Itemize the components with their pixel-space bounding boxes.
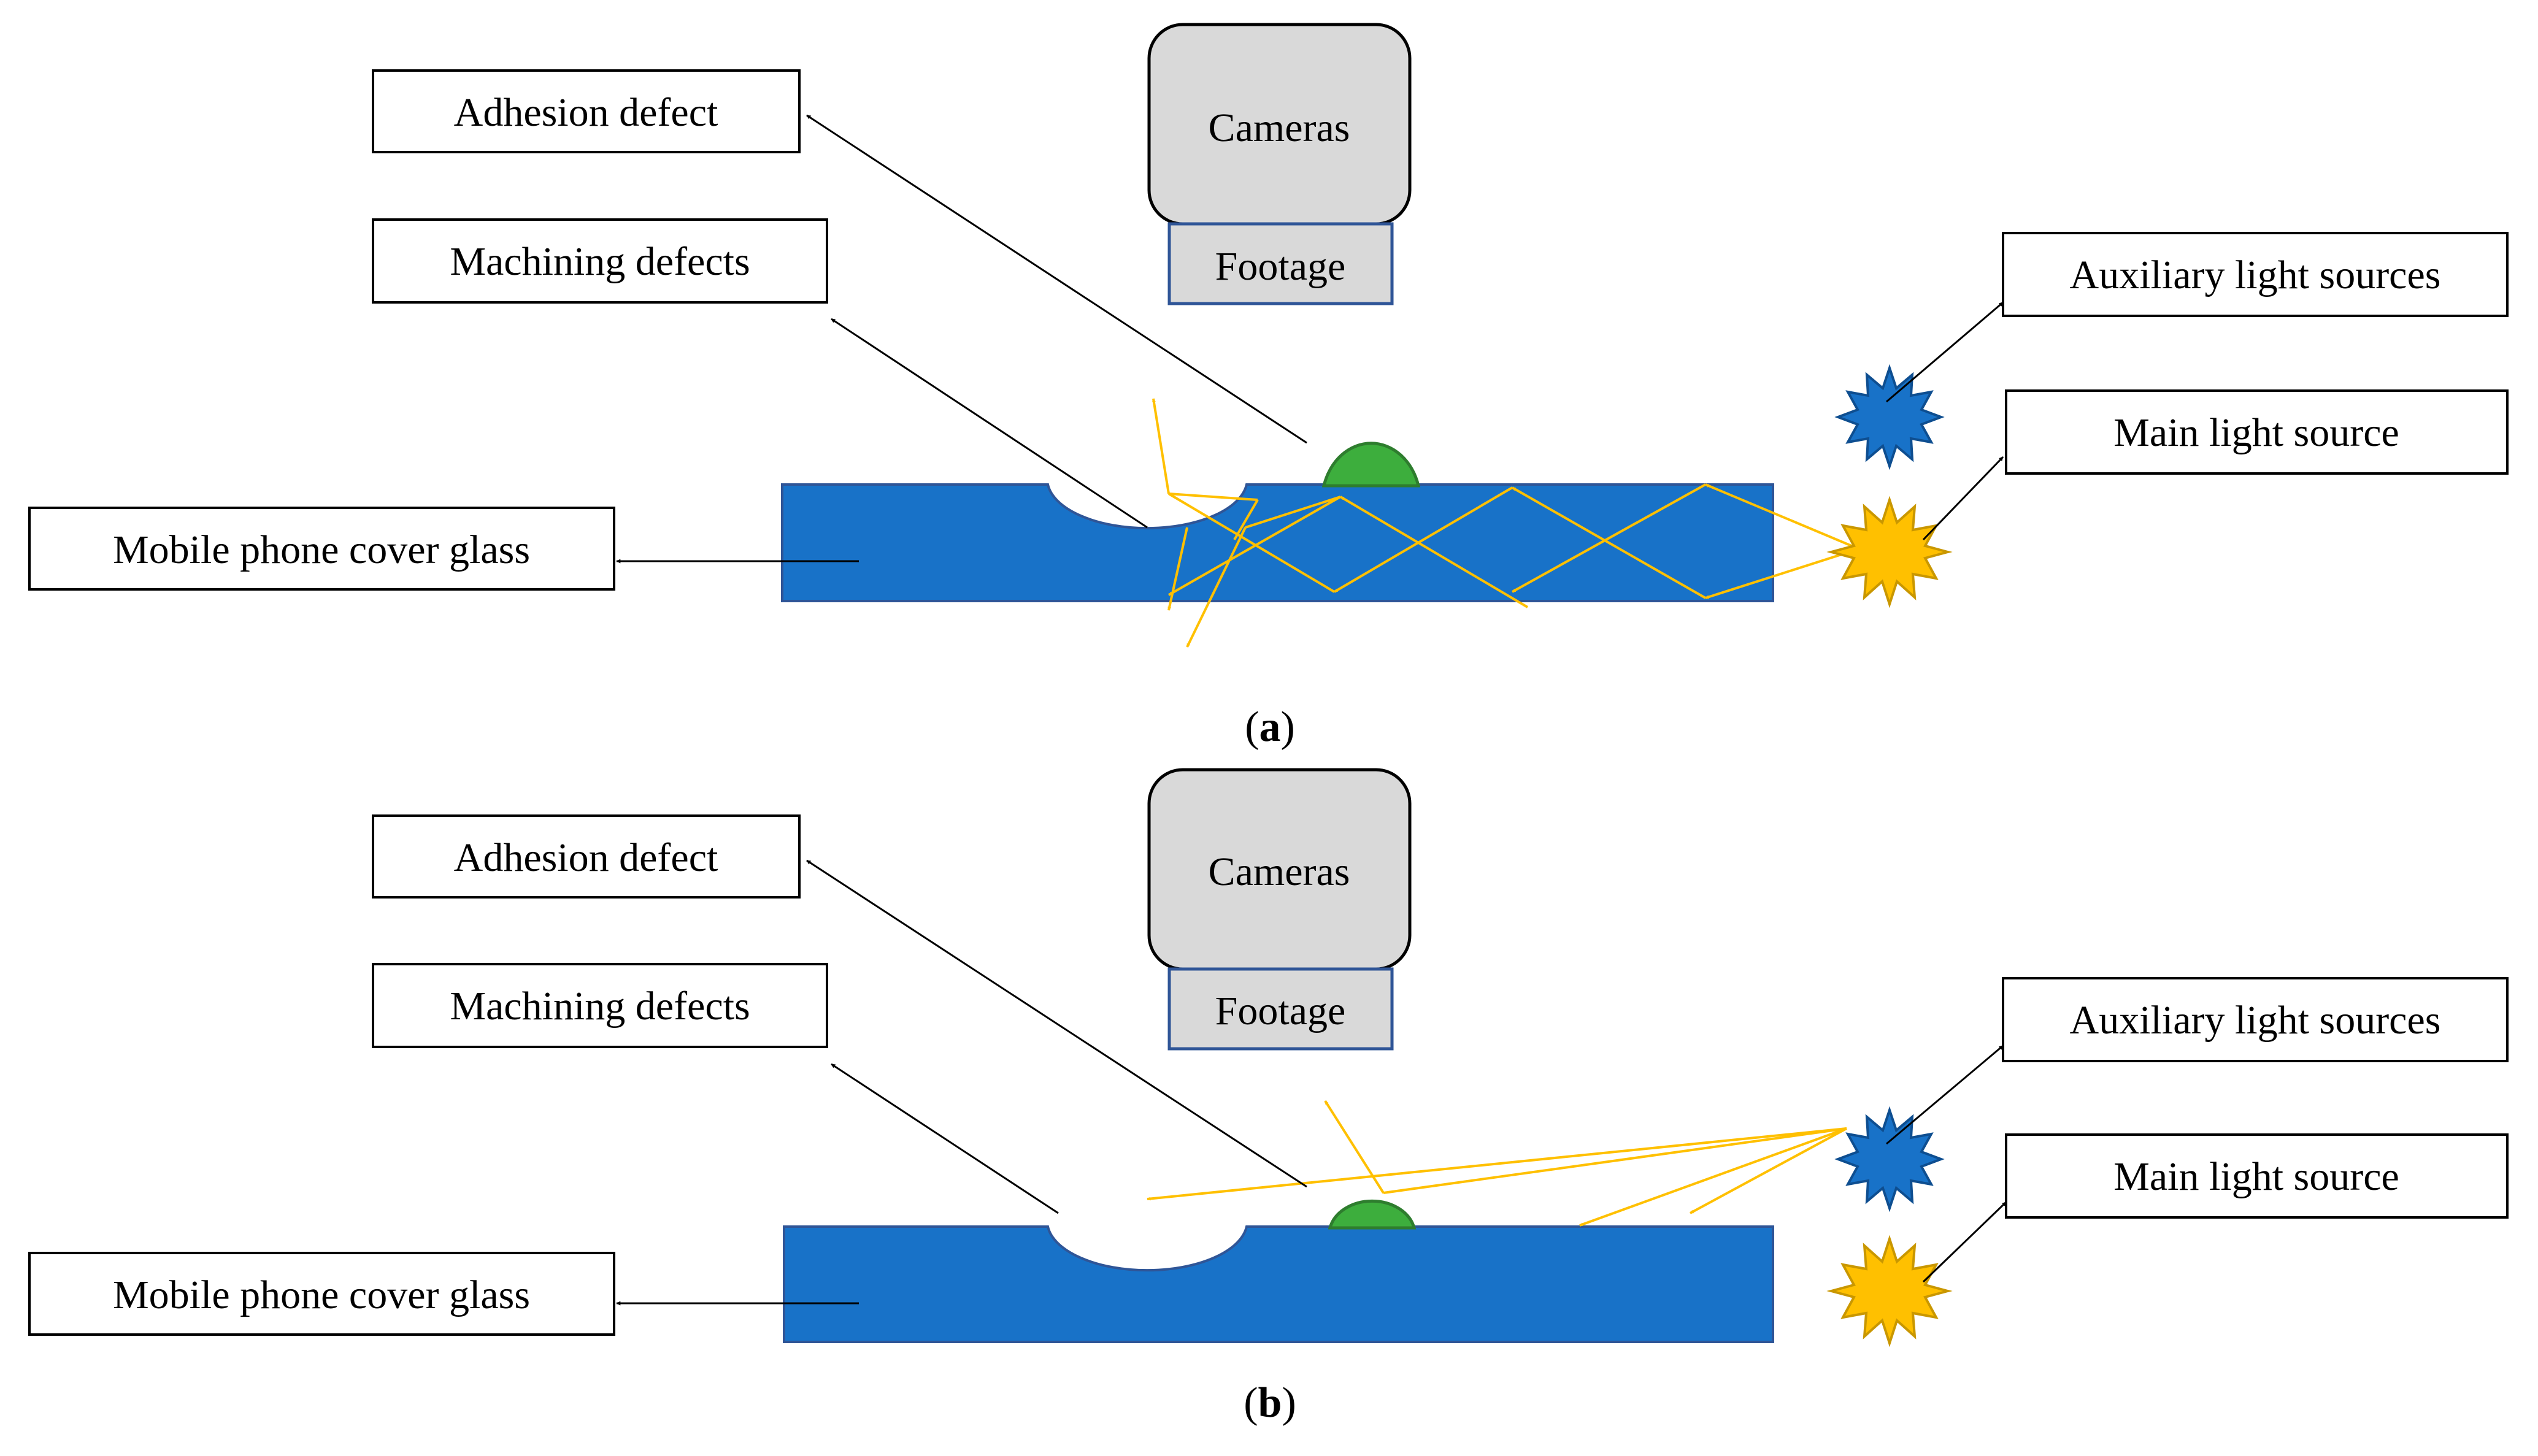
aux-light-box <box>2002 977 2509 1062</box>
leader-lines <box>616 859 2007 1306</box>
panel-b-letter: b <box>1258 1379 1282 1427</box>
lens-label: Footage <box>1215 244 1346 289</box>
main-light-label: Main light source <box>2113 1154 2399 1199</box>
camera-label: Cameras <box>1209 105 1350 150</box>
panel-a: Cameras Footage <box>28 23 2509 751</box>
cover-glass <box>781 483 1774 602</box>
machining-defects-box <box>372 218 828 304</box>
main-light-source <box>1826 1235 1953 1347</box>
adhesion-defect-drop <box>1321 442 1421 488</box>
adhesion-defect-drop <box>1328 1199 1417 1230</box>
machining-defects-box <box>372 963 828 1048</box>
main-light-box <box>2005 389 2509 475</box>
lens-label: Footage <box>1215 989 1346 1033</box>
main-light-label: Main light source <box>2113 410 2399 455</box>
aux-light-box <box>2002 232 2509 317</box>
main-light-source <box>1826 496 1953 608</box>
adhesion-defect-box <box>372 814 801 899</box>
camera-lens <box>1167 967 1394 1051</box>
camera-label: Cameras <box>1209 849 1350 894</box>
adhesion-defect-box <box>372 69 801 153</box>
cover-glass-box <box>28 1252 615 1336</box>
panel-a-letter: a <box>1259 703 1281 751</box>
cover-glass-label: Mobile phone cover glass <box>113 1273 530 1317</box>
auxiliary-light-source <box>1834 1106 1945 1213</box>
adhesion-defect-label: Adhesion defect <box>454 835 718 880</box>
machining-defects-label: Machining defects <box>450 984 750 1029</box>
sun-star-icon <box>1826 496 1953 608</box>
machining-defects-label: Machining defects <box>450 239 750 284</box>
auxiliary-light-source <box>1834 364 1945 470</box>
sun-star-icon <box>1826 1235 1953 1347</box>
sun-star-icon <box>1834 1106 1945 1213</box>
cover-glass-box <box>28 507 615 591</box>
leader-lines <box>616 114 2004 564</box>
main-light-box <box>2005 1133 2509 1219</box>
light-rays <box>1152 398 1859 648</box>
adhesion-defect-label: Adhesion defect <box>454 90 718 135</box>
aux-light-label: Auxiliary light sources <box>2070 998 2441 1043</box>
light-rays <box>1147 1100 1847 1227</box>
panel-a-caption: (a) <box>1245 703 1295 751</box>
panel-b: Cameras Footage <box>28 768 2509 1427</box>
sun-star-icon <box>1834 364 1945 470</box>
aux-light-label: Auxiliary light sources <box>2070 253 2441 297</box>
camera-lens <box>1167 222 1394 305</box>
cover-glass-label: Mobile phone cover glass <box>113 527 530 572</box>
panel-b-caption: (b) <box>1244 1379 1296 1427</box>
cover-glass <box>783 1225 1774 1343</box>
